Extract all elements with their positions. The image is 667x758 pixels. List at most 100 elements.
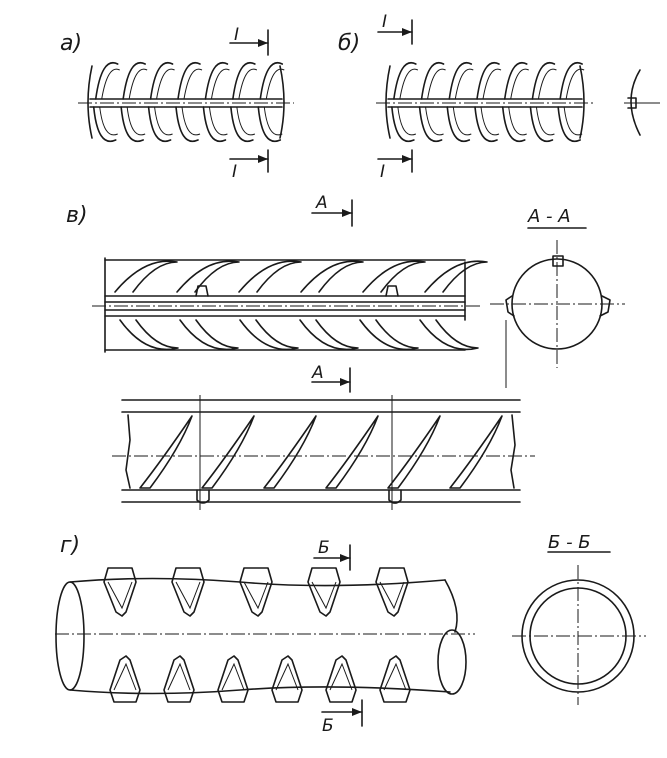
section-mark-a-bottom: I bbox=[229, 149, 269, 182]
lug-top bbox=[239, 567, 273, 617]
side-rib-bottom bbox=[119, 319, 179, 351]
figure-b-rib-bottom-inner bbox=[397, 106, 417, 136]
section-mark-b-bottom: I bbox=[377, 149, 413, 182]
lug-bottom bbox=[271, 655, 303, 703]
lug-top bbox=[307, 567, 341, 617]
figure-a-rib-top-inner bbox=[210, 68, 230, 100]
lug-top-inner bbox=[107, 581, 133, 610]
figure-b-rib-top-inner bbox=[510, 68, 529, 100]
figure-a-rib-bottom-inner bbox=[154, 106, 173, 136]
figure-b-label: б) bbox=[338, 31, 360, 56]
side-rib-top bbox=[362, 260, 426, 293]
lug-top bbox=[103, 567, 137, 617]
side-rib-bottom bbox=[419, 319, 479, 351]
figure-a-rib-top bbox=[204, 62, 229, 100]
side-rib-bottom bbox=[299, 319, 359, 351]
section-view-a-a: А - А bbox=[490, 206, 625, 388]
figure-b-rib-top bbox=[531, 62, 556, 100]
section-mark-v-bottom-label: A bbox=[311, 363, 324, 383]
figure-b-rib-top bbox=[393, 62, 417, 100]
plan-rib bbox=[325, 415, 379, 489]
figure-v-rebar-plan bbox=[112, 395, 535, 510]
plan-rib bbox=[449, 415, 503, 489]
figure-b-rib-top-inner bbox=[482, 68, 502, 100]
side-rib-bottom bbox=[179, 319, 239, 351]
figure-a-rib-bottom-inner bbox=[236, 106, 256, 136]
figure-a-rib-top-inner bbox=[238, 68, 258, 100]
section-mark-v-top-label: A bbox=[315, 193, 328, 213]
section-mark-b-top-label: I bbox=[382, 12, 387, 32]
figure-a-rib-top-inner bbox=[101, 68, 120, 100]
section-view-b-b: Б - Б bbox=[512, 532, 646, 705]
lug-bottom bbox=[325, 655, 357, 703]
figure-b-rib-bottom bbox=[557, 106, 581, 143]
figure-b-rib-bottom-inner bbox=[452, 106, 472, 136]
figure-a-rib-bottom-inner bbox=[99, 106, 118, 136]
side-rib-top bbox=[238, 260, 302, 293]
figure-b-partial-section bbox=[624, 69, 660, 136]
figure-b-rib-bottom bbox=[501, 106, 526, 143]
figure-a-rib-top bbox=[259, 62, 284, 100]
section-mark-b-bottom-label: I bbox=[380, 162, 385, 182]
figure-b-rib-top bbox=[448, 62, 473, 100]
section-mark-g-bottom-label: Б bbox=[322, 716, 334, 736]
figure-b-rib-bottom-inner bbox=[425, 106, 444, 136]
figure-b-rib-top bbox=[503, 62, 528, 100]
figure-b-rib-bottom bbox=[446, 106, 471, 143]
lug-top-inner bbox=[175, 581, 201, 610]
figure-a-rib-top-inner bbox=[156, 68, 175, 100]
figure-b-rib-top-inner bbox=[399, 68, 419, 100]
figure-b-rib-bottom bbox=[474, 106, 498, 143]
side-rib-bottom bbox=[239, 319, 299, 351]
side-rib-top bbox=[424, 260, 488, 293]
section-mark-g-top: Б bbox=[313, 538, 351, 571]
section-mark-v-bottom: A bbox=[311, 363, 351, 393]
section-mark-b-top: I bbox=[377, 12, 413, 45]
figure-b-rib-bottom-inner bbox=[480, 106, 500, 136]
figure-a-rib-bottom-inner bbox=[208, 106, 228, 136]
figure-b-rib-bottom-inner bbox=[563, 106, 583, 136]
figure-a-left-end bbox=[87, 65, 93, 139]
lug-top-inner bbox=[311, 581, 337, 610]
figure-b: б) I I bbox=[338, 12, 660, 182]
figure-b-rib-bottom-inner bbox=[535, 106, 555, 136]
side-rib-top bbox=[300, 260, 364, 293]
section-b-b-title: Б - Б bbox=[548, 532, 591, 553]
lug-bottom bbox=[217, 655, 249, 703]
figure-g-label: г) bbox=[60, 533, 80, 558]
section-mark-g-bottom: Б bbox=[321, 699, 363, 736]
figure-a-rib-top bbox=[94, 62, 119, 100]
figure-a: а) I I bbox=[60, 25, 294, 182]
figure-a-right-end bbox=[279, 65, 285, 139]
figure-b-rib-bottom bbox=[418, 106, 443, 143]
section-mark-g-top-label: Б bbox=[318, 538, 330, 558]
longitudinal-rib-marker-2 bbox=[385, 285, 399, 297]
figure-b-rib-bottom-inner bbox=[508, 106, 527, 136]
lug-top bbox=[171, 567, 205, 617]
figure-a-rib-bottom bbox=[257, 106, 282, 143]
figure-b-rib-top bbox=[420, 62, 445, 100]
section-a-a-title: А - А bbox=[527, 206, 571, 227]
figure-b-rib-top-inner bbox=[427, 68, 446, 100]
figure-a-rebar bbox=[78, 62, 294, 143]
longitudinal-rib-marker-1 bbox=[195, 285, 209, 297]
figure-g-rebar bbox=[55, 567, 475, 703]
side-rib-top bbox=[176, 260, 240, 293]
figure-a-rib-top-inner bbox=[183, 68, 203, 100]
lug-bottom-inner bbox=[167, 662, 191, 691]
figure-b-rib-top-inner bbox=[454, 68, 474, 100]
side-rib-bottom bbox=[359, 319, 419, 351]
figure-a-rib-bottom bbox=[202, 106, 227, 143]
figure-b-right-end bbox=[579, 65, 585, 139]
figure-v-rebar-side bbox=[92, 257, 488, 353]
lug-bottom-inner bbox=[113, 662, 137, 691]
plan-rib bbox=[263, 415, 317, 489]
lug-bottom bbox=[109, 655, 141, 703]
section-mark-a-top-label: I bbox=[234, 25, 239, 45]
lug-bottom-inner bbox=[383, 662, 407, 691]
lug-top bbox=[375, 567, 409, 617]
figure-b-rib-top bbox=[559, 62, 583, 100]
figure-a-rib-bottom-inner bbox=[263, 106, 283, 136]
figure-b-rib-top-inner bbox=[537, 68, 557, 100]
